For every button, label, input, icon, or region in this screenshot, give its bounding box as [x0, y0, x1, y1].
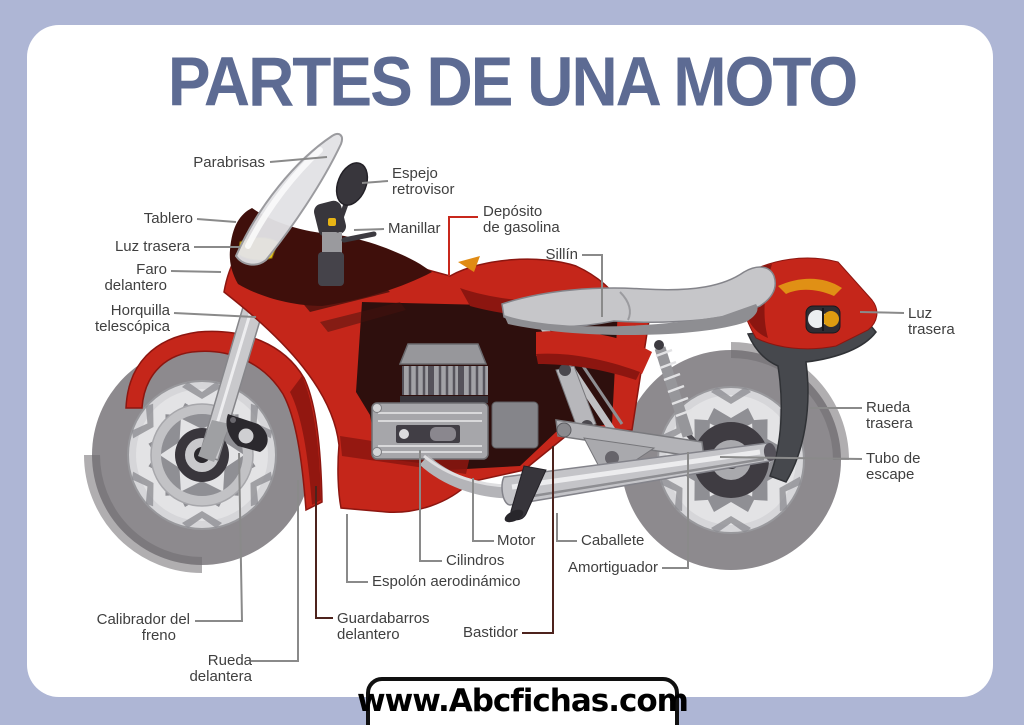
- kickstand: [504, 465, 547, 523]
- rear-view-mirror: [333, 162, 369, 233]
- label-caballete: Caballete: [581, 532, 645, 549]
- seat: [501, 266, 776, 336]
- leader-lines: [170, 156, 905, 662]
- leader-espejo-retrovisor: [361, 180, 389, 184]
- leader-guardabarros-delantero: [315, 486, 333, 619]
- leader-caballete: [556, 513, 577, 542]
- label-amortiguador: Amortiguador: [567, 559, 658, 576]
- leader-sillin: [582, 254, 603, 317]
- valve-cover: [398, 343, 488, 365]
- crankcase: [371, 402, 489, 460]
- page-title: PARTES DE UNA MOTO: [167, 43, 858, 121]
- label-manillar: Manillar: [388, 220, 441, 237]
- label-tablero: Tablero: [143, 210, 193, 227]
- handlebar: [314, 200, 377, 286]
- front-fork: [198, 289, 269, 462]
- leader-luz-trasera-derecha: [859, 311, 905, 314]
- watermark-box: www.Abcfichas.com: [357, 677, 689, 725]
- label-parabrisas: Parabrisas: [193, 154, 265, 171]
- label-luz-trasera-izquierda: Luz trasera: [114, 238, 190, 255]
- leader-deposito-de-gasolina: [448, 216, 478, 276]
- engine: [371, 343, 539, 460]
- leader-horquilla-telescopica: [173, 312, 257, 318]
- cylinders-block: [402, 366, 488, 395]
- leader-cilindros: [419, 450, 442, 562]
- leader-tablero: [196, 218, 237, 223]
- leader-bastidor: [522, 446, 554, 634]
- label-espolon-aerodinamico: Espolón aerodinámico: [372, 573, 521, 590]
- shock-absorber: [654, 340, 702, 450]
- gearbox: [491, 401, 539, 449]
- label-sillin: Sillín: [545, 246, 578, 263]
- leader-espolon-aerodinamico: [346, 514, 368, 583]
- rear-mudguard: [746, 319, 877, 483]
- label-cilindros: Cilindros: [446, 552, 505, 569]
- tail-light: [805, 305, 841, 334]
- leader-parabrisas: [269, 156, 328, 163]
- leader-faro-delantero: [170, 270, 222, 273]
- subframe: [536, 330, 652, 380]
- watermark-text: www.Abcfichas.com: [357, 683, 689, 719]
- brake-caliper: [226, 414, 268, 452]
- front-fender: [125, 330, 323, 512]
- leader-calibrador-del-freno: [195, 452, 244, 622]
- leader-tubo-de-escape: [719, 456, 863, 460]
- leader-manillar: [353, 228, 385, 231]
- label-motor: Motor: [497, 532, 536, 549]
- label-bastidor: Bastidor: [462, 624, 518, 641]
- leader-motor: [472, 478, 494, 542]
- leader-amortiguador: [662, 452, 689, 569]
- leader-rueda-delantera: [251, 480, 299, 662]
